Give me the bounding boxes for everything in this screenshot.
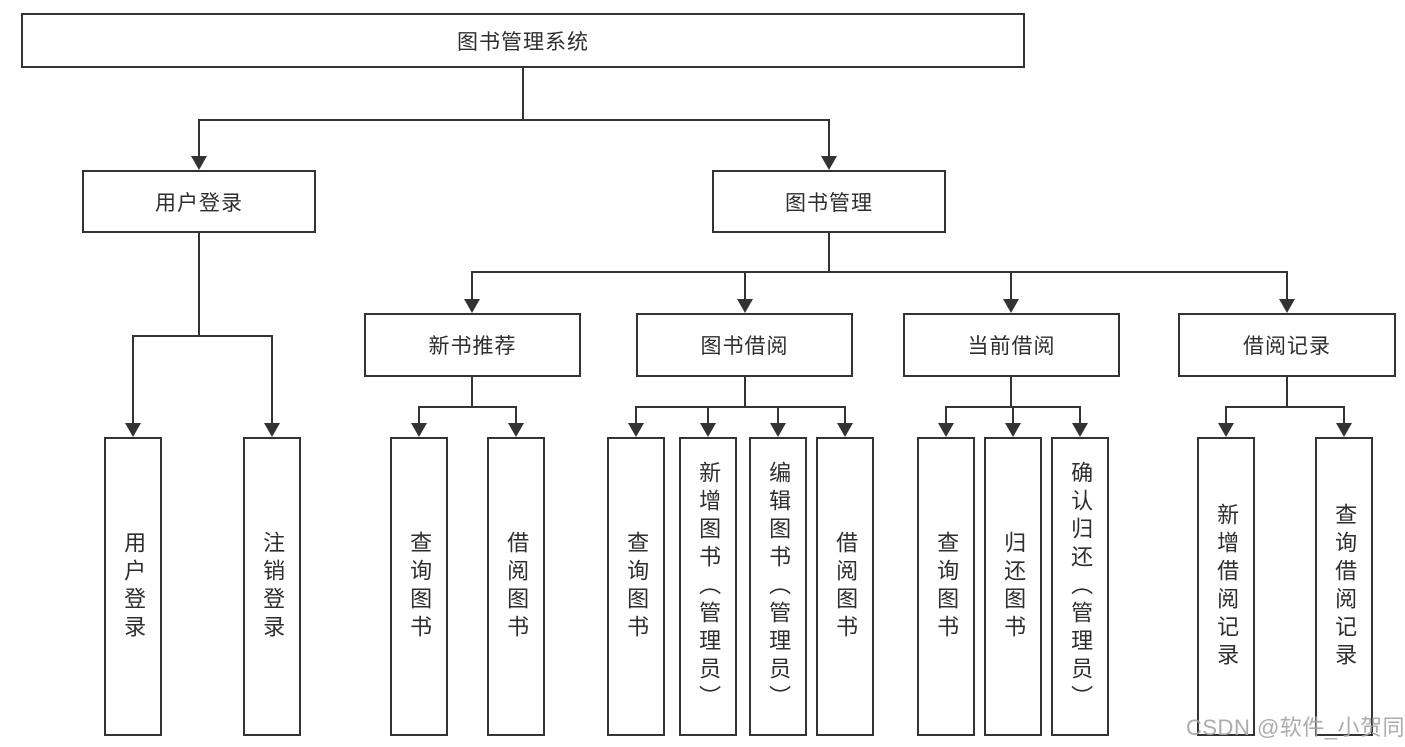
leaf-logout: 注销登录 [243,437,301,736]
node-current-borrowing: 当前借阅 [903,313,1120,377]
arrowhead-icon [411,423,427,437]
connector-leaf-stem [844,406,846,425]
connector-leaf-stem [1343,406,1345,425]
leaf-label: 查询图书 [934,530,960,643]
connector-leaf-stem [945,406,947,425]
arrowhead-icon [464,299,480,313]
leaf-label: 查询图书 [407,530,433,643]
arrowhead-icon [938,423,954,437]
leaf-borrow-books-borrowing: 借阅图书 [816,437,874,736]
connector-l3-stem [1010,271,1012,300]
connector-l3-stem [1286,271,1288,300]
connector-leaf-stem [418,406,420,425]
leaf-label: 查询借阅记录 [1332,502,1358,671]
leaf-return-book: 归还图书 [984,437,1042,736]
connector-l2-right-stem [828,119,830,157]
connector-leaf-stem [132,335,134,424]
leaf-query-borrow-record: 查询借阅记录 [1315,437,1373,736]
node-borrowing-records: 借阅记录 [1178,313,1396,377]
csdn-watermark: CSDN @软件_小贺同学 [1186,715,1405,740]
arrowhead-icon [1003,299,1019,313]
connector-leaf-stem [1079,406,1081,425]
arrowhead-icon [821,156,837,170]
connector-borrowing-rail [635,406,846,408]
arrowhead-icon [837,423,853,437]
connector-l3-rail [471,271,1288,273]
leaf-query-books-current: 查询图书 [917,437,975,736]
connector-root-stem [522,68,524,119]
arrowhead-icon [125,423,141,437]
leaf-edit-book-admin: 编辑图书（管理员） [749,437,807,736]
connector-leaf-stem [635,406,637,425]
connector-records-rail [1225,406,1345,408]
node-label: 当前借阅 [967,335,1056,358]
connector-leaf-stem [707,406,709,425]
connector-leaf-stem [515,406,517,425]
node-label: 图书管理系统 [457,30,589,54]
connector-leaf-stem [1012,406,1014,425]
arrowhead-icon [1336,423,1352,437]
leaf-label: 用户登录 [121,530,147,643]
arrowhead-icon [508,423,524,437]
arrowhead-icon [1218,423,1234,437]
node-book-borrowing: 图书借阅 [636,313,853,377]
connector-userlogin-rail [132,335,273,337]
arrowhead-icon [1279,299,1295,313]
connector-l3-stem [471,271,473,300]
leaf-user-login: 用户登录 [104,437,162,736]
leaf-confirm-return-admin: 确认归还（管理员） [1051,437,1109,736]
leaf-label: 新增借阅记录 [1214,502,1240,671]
node-label: 图书管理 [785,191,873,215]
arrowhead-icon [1072,423,1088,437]
leaf-query-books-borrowing: 查询图书 [607,437,665,736]
node-user-login: 用户登录 [82,170,316,233]
node-label: 借阅记录 [1243,335,1331,358]
connector-l2-left-stem [198,119,200,157]
arrowhead-icon [628,423,644,437]
arrowhead-icon [191,156,207,170]
connector-recommend-stem [471,377,473,408]
arrowhead-icon [264,423,280,437]
connector-leaf-stem [271,335,273,424]
node-label: 图书借阅 [700,335,789,358]
leaf-label: 注销登录 [260,530,286,643]
connector-records-stem [1286,377,1288,408]
connector-recommend-rail [418,406,516,408]
leaf-label: 确认归还（管理员） [1068,460,1094,713]
leaf-label: 编辑图书（管理员） [766,460,792,713]
leaf-label: 借阅图书 [504,530,530,643]
node-book-management: 图书管理 [712,170,946,233]
leaf-query-books-recommend: 查询图书 [390,437,448,736]
leaf-label: 新增图书（管理员） [696,460,722,713]
connector-l2-rail [198,119,830,121]
connector-current-stem [1010,377,1012,408]
connector-l3-stem [744,271,746,300]
arrowhead-icon [737,299,753,313]
node-new-book-recommend: 新书推荐 [364,313,581,377]
node-root-library-system: 图书管理系统 [21,13,1025,68]
leaf-borrow-books-recommend: 借阅图书 [487,437,545,736]
leaf-label: 查询图书 [624,530,650,643]
connector-userlogin-stem [198,233,200,337]
connector-leaf-stem [1225,406,1227,425]
arrowhead-icon [1005,423,1021,437]
node-label: 用户登录 [155,191,243,215]
node-label: 新书推荐 [428,335,517,358]
arrowhead-icon [770,423,786,437]
leaf-add-book-admin: 新增图书（管理员） [679,437,737,736]
connector-borrowing-stem [744,377,746,408]
arrowhead-icon [700,423,716,437]
connector-leaf-stem [777,406,779,425]
leaf-label: 归还图书 [1001,530,1027,643]
leaf-label: 借阅图书 [833,530,859,643]
leaf-add-borrow-record: 新增借阅记录 [1197,437,1255,736]
connector-bookmgmt-stem [828,233,830,272]
